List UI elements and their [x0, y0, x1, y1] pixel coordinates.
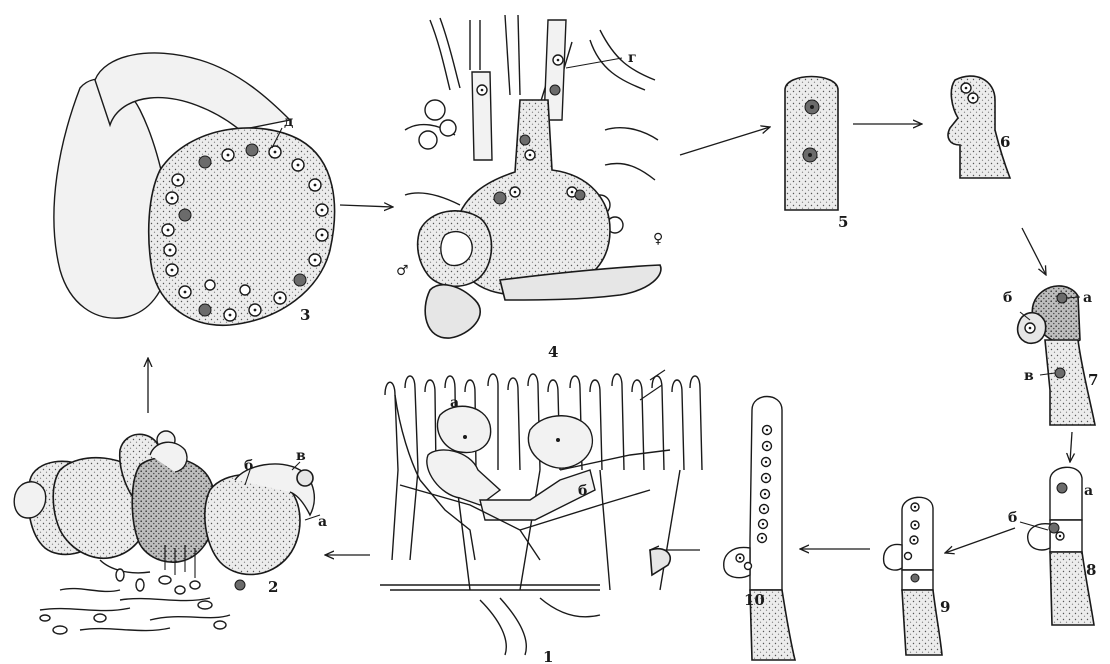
stage-3-number: 3	[300, 306, 310, 324]
stage-5-number: 5	[838, 213, 848, 231]
arrow-3-to-4	[340, 205, 393, 207]
stage-8-septa: а б 8	[1008, 467, 1096, 625]
stage-8-label-b: б	[1008, 510, 1017, 526]
stage-4-number: 4	[548, 343, 558, 361]
stage-2-label-a: а	[318, 514, 327, 530]
stage-4-female-symbol: ♀	[653, 231, 663, 247]
stage-9-young-ascus: 9	[884, 497, 951, 655]
stage-8-label-a: а	[1084, 483, 1093, 499]
stage-1-label-a: а	[450, 395, 459, 411]
stage-7-label-v: в	[1024, 368, 1034, 384]
stage-10-mature-ascus: 10	[724, 397, 795, 661]
stage-2-label-v: в	[296, 448, 306, 464]
stage-2-number: 2	[268, 578, 278, 596]
arrow-8-to-9	[945, 528, 1015, 553]
stage-4-male-symbol: ♂	[396, 263, 409, 279]
stage-5-dikaryon: 5	[785, 77, 848, 232]
stage-4-label-g: г	[628, 50, 637, 66]
stage-7-hook: а б в 7	[1003, 286, 1098, 425]
stage-1-label-b: б	[578, 483, 587, 499]
stage-7-label-a: а	[1083, 290, 1092, 306]
stage-8-number: 8	[1086, 561, 1096, 579]
stage-3-ascogonium: д 3	[54, 53, 335, 325]
stage-7-label-b: б	[1003, 290, 1012, 306]
stage-2-ascogonia-cluster: в б а 2	[14, 431, 327, 634]
stage-4-plasmogamy: г ♂ ♀ 4	[396, 15, 663, 361]
stage-2-label-b: б	[244, 458, 253, 474]
stage-3-label-d: д	[284, 114, 293, 130]
arrow-6-to-7	[1022, 228, 1046, 275]
stage-7-number: 7	[1088, 371, 1098, 389]
stage-6-number: 6	[1000, 133, 1010, 151]
stage-1-number: 1	[543, 648, 553, 664]
arrow-4-to-5	[680, 127, 770, 155]
arrow-7-to-8	[1070, 432, 1072, 462]
stage-10-number: 10	[744, 591, 765, 609]
stage-6-crozier: 6	[948, 76, 1010, 178]
stage-1-ascocarp-section: а б 1	[380, 370, 702, 664]
stage-9-number: 9	[940, 598, 950, 616]
stage-2-hyphae-base	[40, 545, 230, 634]
